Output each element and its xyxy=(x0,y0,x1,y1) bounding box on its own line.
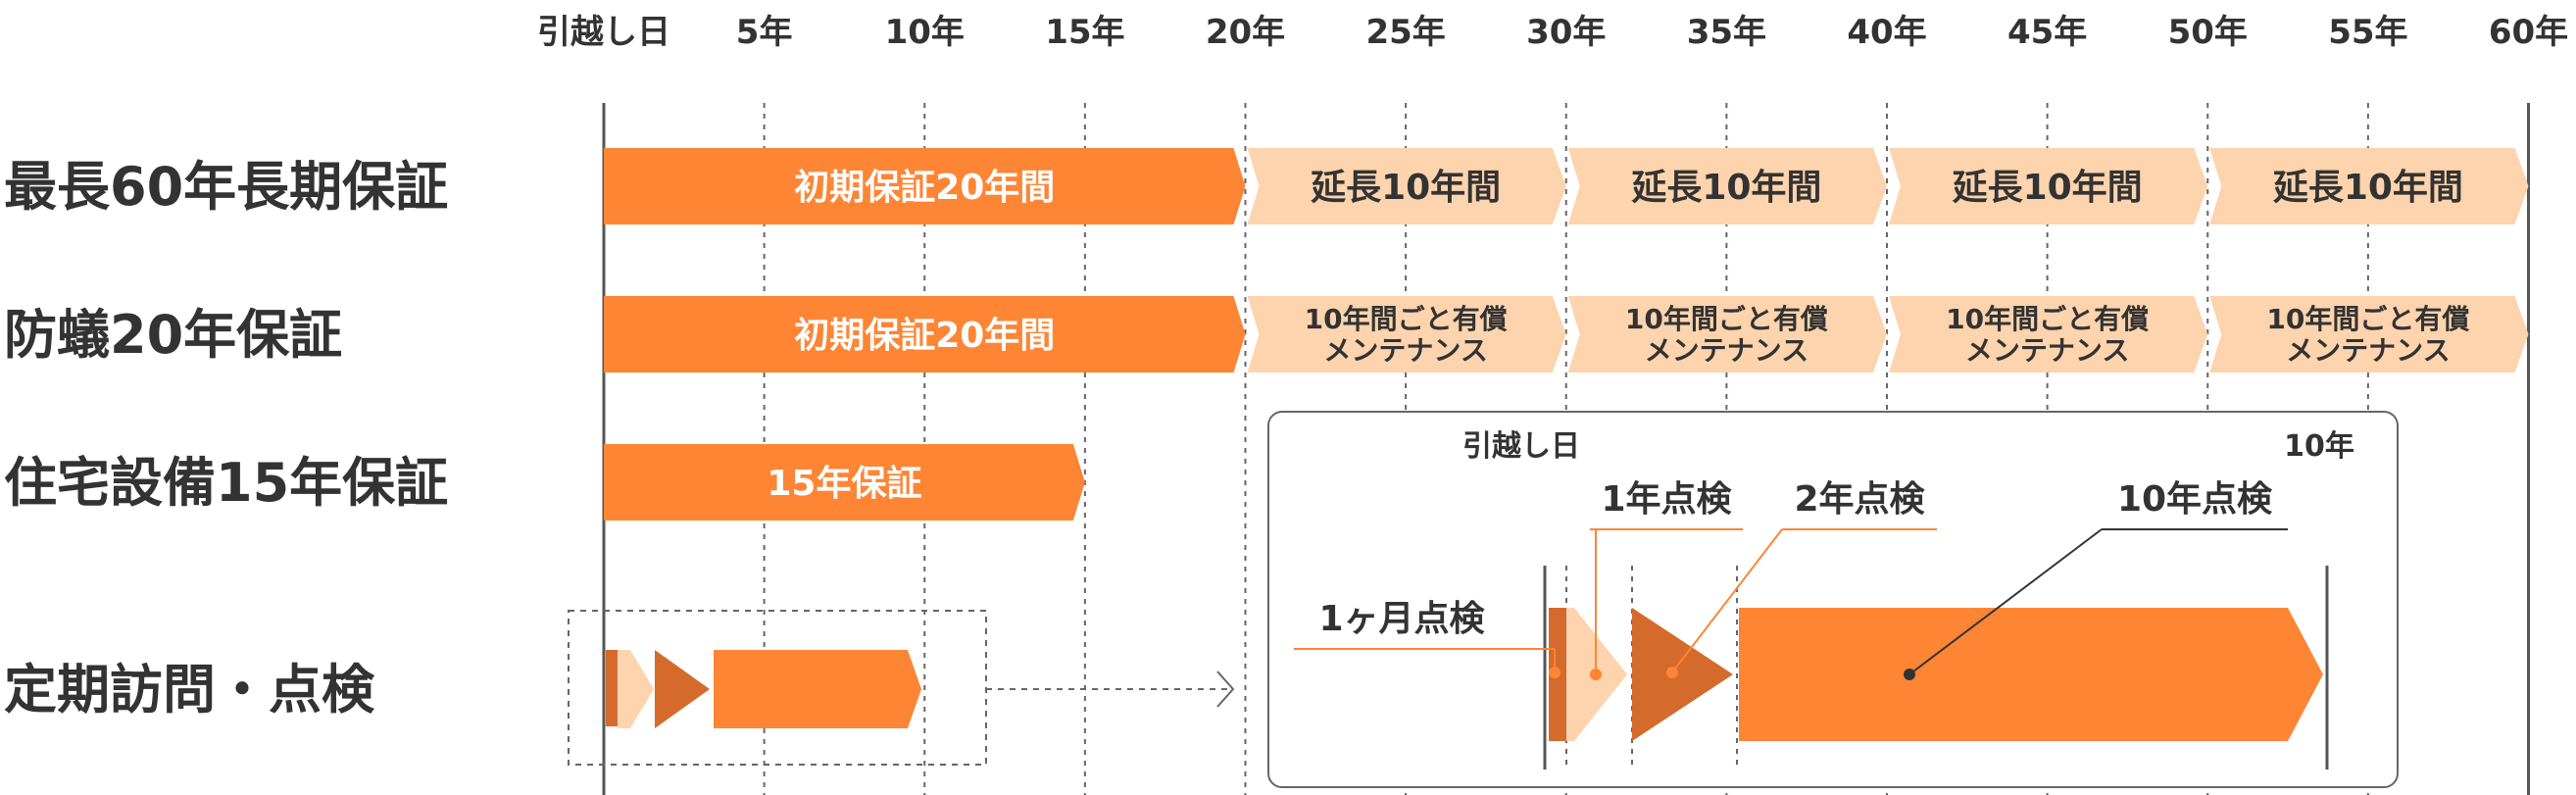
segment-label-line: 10年間ごと有償 xyxy=(2266,303,2469,335)
callout-label: 2年点検 xyxy=(1794,479,1925,520)
zoom-source-frame xyxy=(568,610,987,766)
segment-label-line: 延長10年間 xyxy=(1953,168,2143,208)
callout-label: 10年点検 xyxy=(2117,479,2273,520)
segment-label: 15年保証 xyxy=(767,464,921,504)
row-label: 防蟻20年保証 xyxy=(4,304,342,366)
axis-tick-label: 25年 xyxy=(1365,13,1445,52)
segment-label-line: 延長10年間 xyxy=(1311,168,1501,208)
callout-leader xyxy=(1671,528,1783,673)
inset-bar-2year xyxy=(1632,608,1733,741)
segment-label: 延長10年間 xyxy=(1631,168,1821,208)
callout-label: 1年点検 xyxy=(1601,479,1732,520)
segment-label-line: 延長10年間 xyxy=(1631,168,1821,208)
callout-point xyxy=(1904,669,1915,680)
segment-label-line: 10年間ごと有償 xyxy=(1946,303,2149,335)
inset-bar-10year xyxy=(1739,608,2323,741)
axis-tick-label: 15年 xyxy=(1045,13,1124,52)
axis-tick-label: 45年 xyxy=(2007,13,2087,52)
segment-label-line: 延長10年間 xyxy=(2273,168,2463,208)
segment-label: 10年間ごと有償メンテナンス xyxy=(1625,303,1828,367)
axis-tick-label: 引越し日 xyxy=(537,13,670,52)
segment-label-line: メンテナンス xyxy=(2286,334,2450,367)
warranty-bar-extension xyxy=(1567,296,1887,373)
segment-label-line: メンテナンス xyxy=(1645,334,1808,367)
segment-label: 延長10年間 xyxy=(1953,168,2143,208)
segment-label-line: 15年保証 xyxy=(767,464,921,504)
segment-label: 初期保証20年間 xyxy=(794,316,1055,356)
warranty-bar-extension xyxy=(1247,296,1566,373)
axis-tick-label: 35年 xyxy=(1687,13,1766,52)
callout-point xyxy=(1549,667,1560,678)
segment-label-line: 初期保証20年間 xyxy=(794,168,1055,208)
callout-point xyxy=(1666,667,1678,678)
warranty-bar-primary xyxy=(604,296,1246,373)
segment-label: 延長10年間 xyxy=(2273,168,2463,208)
axis-tick-label: 30年 xyxy=(1526,13,1606,52)
warranty-bar-primary xyxy=(604,148,1246,224)
segment-label: 10年間ごと有償メンテナンス xyxy=(1946,303,2149,367)
callout-point xyxy=(1590,669,1602,680)
segment-label: 10年間ごと有償メンテナンス xyxy=(2266,303,2469,367)
inset-end-label: 10年 xyxy=(2284,429,2354,464)
axis-tick-label: 5年 xyxy=(736,13,793,52)
segment-label-line: 初期保証20年間 xyxy=(794,316,1055,356)
segment-label: 初期保証20年間 xyxy=(794,168,1055,208)
row-label: 住宅設備15年保証 xyxy=(4,452,448,514)
warranty-bar-extension xyxy=(1567,148,1887,224)
row-label: 定期訪問・点検 xyxy=(4,659,375,720)
segment-label-line: 10年間ごと有償 xyxy=(1625,303,1828,335)
segment-label-line: 10年間ごと有償 xyxy=(1305,303,1508,335)
inset-start-label: 引越し日 xyxy=(1462,429,1580,464)
warranty-bar-extension xyxy=(1889,296,2208,373)
axis-tick-label: 60年 xyxy=(2489,13,2568,52)
callout-leader xyxy=(1908,528,2103,675)
row-label: 最長60年長期保証 xyxy=(4,156,448,218)
segment-label-line: メンテナンス xyxy=(1965,334,2129,367)
inspection-mark-10year xyxy=(714,650,921,728)
warranty-bar-primary xyxy=(604,444,1085,521)
axis-tick-label: 55年 xyxy=(2328,13,2407,52)
inspection-mark-2year xyxy=(655,650,710,728)
warranty-bar-extension xyxy=(1889,148,2208,224)
axis-tick-label: 20年 xyxy=(1206,13,1285,52)
segment-label: 10年間ごと有償メンテナンス xyxy=(1305,303,1508,367)
segment-label-line: メンテナンス xyxy=(1323,334,1487,367)
axis-tick-label: 10年 xyxy=(885,13,965,52)
warranty-bar-extension xyxy=(2209,296,2529,373)
inspection-mark-1year xyxy=(618,650,654,728)
axis-tick-label: 40年 xyxy=(1847,13,1926,52)
warranty-bar-extension xyxy=(2209,148,2529,224)
warranty-bar-extension xyxy=(1247,148,1566,224)
axis-tick-label: 50年 xyxy=(2168,13,2248,52)
callout-label: 1ヶ月点検 xyxy=(1318,599,1485,639)
segment-label: 延長10年間 xyxy=(1311,168,1501,208)
inspection-mark-1month xyxy=(606,650,618,726)
